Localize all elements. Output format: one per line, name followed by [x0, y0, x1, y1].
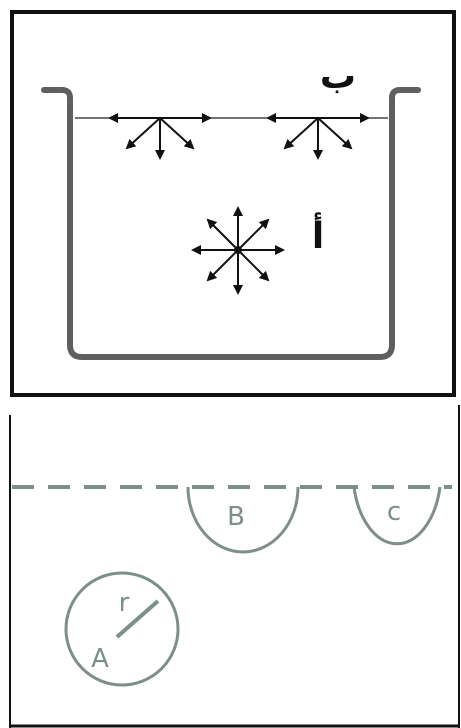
- label-inside: أ: [312, 212, 324, 257]
- force-arrow-down-left: [208, 250, 238, 280]
- surface-molecule-right: [268, 118, 368, 158]
- liquid-container-diagram: ب أ: [0, 0, 461, 400]
- label-surface: ب: [320, 56, 356, 97]
- interior-molecule: [193, 208, 283, 293]
- force-arrow-down-right: [318, 118, 351, 148]
- sphere-of-action-diagram: B c r A: [0, 405, 461, 728]
- surface-molecule-left: [110, 118, 210, 158]
- molecule-dot: [234, 246, 242, 254]
- force-arrow-down-left: [127, 118, 160, 148]
- label-a: A: [91, 644, 109, 674]
- force-arrow-up-left: [208, 220, 238, 250]
- force-arrow-up-right: [238, 220, 268, 250]
- label-radius: r: [119, 588, 130, 618]
- label-b: B: [227, 502, 245, 532]
- figure-frame: [12, 12, 454, 395]
- label-c: c: [387, 497, 401, 527]
- force-arrow-down-left: [285, 118, 318, 148]
- force-arrow-down-right: [238, 250, 268, 280]
- container-vessel: [44, 90, 418, 357]
- force-arrow-down-right: [160, 118, 193, 148]
